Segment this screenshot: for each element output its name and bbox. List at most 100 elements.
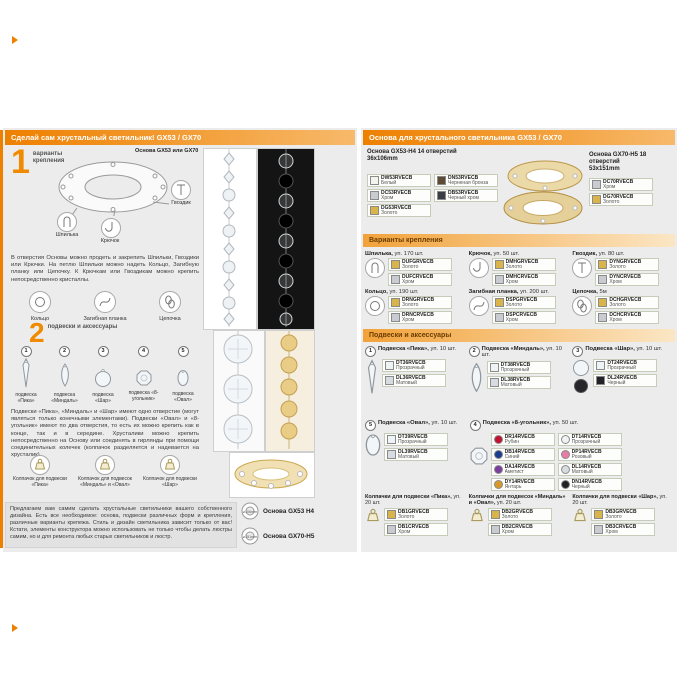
product-code: DYNCRVECB <box>609 274 641 281</box>
base70-title: Основа GX70-H5 18 отверстий <box>589 152 647 165</box>
ball-pendant-icon <box>573 360 590 393</box>
item-qty: уп. 10 шт. <box>431 420 458 426</box>
product-code: DB14RVECB <box>504 449 535 455</box>
product-cap-almond-oval: Колпачки для подвесок «Миндаль» и «Овал»… <box>469 494 570 538</box>
left-panel-diy-instructions: Сделай сам хрустальный светильник! GX53 … <box>3 128 357 552</box>
finish-name: Хром <box>505 279 518 286</box>
gem-swatch <box>493 450 503 459</box>
step-2-paragraph: Подвески «Пика», «Миндаль» и «Шар» имеют… <box>11 409 199 459</box>
finish-swatch <box>592 179 601 189</box>
finish-name: Золото <box>603 198 620 205</box>
base-gx53-diameter: ⌀106mm <box>243 510 257 514</box>
finish-name: Хром <box>402 279 415 286</box>
gem-swatch <box>493 465 503 474</box>
ball-pendant-icon <box>95 368 111 387</box>
finish-swatch <box>596 376 606 385</box>
finish-swatch <box>387 450 396 459</box>
pendant-number: 5 <box>365 420 376 431</box>
item-qty: уп. 50 шт. <box>552 420 579 426</box>
item-qty: уп. 10 шт. <box>481 346 563 359</box>
product-code: DB1CRVECB <box>398 524 430 531</box>
finish-swatch <box>370 206 379 215</box>
pendant-ball: 3 подвеска «Шар» <box>84 346 122 405</box>
finish-swatch <box>385 376 394 385</box>
nail-icon <box>171 180 191 200</box>
hook-label: Крючок <box>100 238 120 244</box>
product-code: DT38RVECB <box>500 361 531 368</box>
product-code: DB3GRVECB <box>605 509 637 516</box>
product-code: DW53RVECB <box>381 175 413 181</box>
item-name: Подвеска «Миндаль», <box>481 346 545 352</box>
product-code: DN14RVECB <box>571 479 602 485</box>
chain-icon <box>572 296 593 317</box>
finish-swatch <box>437 191 446 200</box>
product-code: DRNCRVECB <box>402 312 434 319</box>
finish-name: Золото <box>505 264 523 271</box>
pendant-almond-number: 2 <box>59 346 70 357</box>
base-gx70-label: Основа GX70-H5 <box>263 532 315 540</box>
octagon-pendant-icon <box>136 370 151 386</box>
base53-title: Основа GX53-H4 14 отверстий <box>367 149 457 155</box>
cap-icon <box>160 455 180 475</box>
footer-text: Предлагаем вам самим сделать хрустальные… <box>5 502 237 548</box>
ring-icon <box>365 296 385 317</box>
cap-icon <box>95 455 115 475</box>
hairpin-label: Шпилька <box>55 232 79 238</box>
left-base-variants: ⌀106mm Основа GX53 H4 ⌀151mm Основа GX70… <box>241 502 353 552</box>
finish-swatch <box>598 298 608 308</box>
pendant-number: 2 <box>468 346 480 357</box>
cap-icon <box>470 508 483 522</box>
base70-size: 53х151mm <box>589 165 620 172</box>
finish-name: Матовый <box>500 381 522 388</box>
product-code: DA14RVECB <box>504 464 535 470</box>
product-code: DL14RVECB <box>571 464 602 470</box>
finish-swatch <box>494 260 504 270</box>
step-1: 1 варианты крепления <box>11 145 83 179</box>
fastener-options-row: Кольцо Загибная планка Цепочка <box>11 291 199 322</box>
product-code: DUFGRVECB <box>402 259 434 266</box>
product-code: DSPGRVECB <box>505 297 538 304</box>
product-code: DB53RVECB <box>448 190 479 196</box>
finish-name: Золото <box>398 514 415 521</box>
octagon-pendant-icon <box>470 447 488 465</box>
fastener-ring-label: Кольцо <box>30 316 50 322</box>
finish-swatch <box>594 510 604 520</box>
item-qty: уп. 10 шт. <box>636 346 663 352</box>
item-name: Кольцо, <box>365 289 388 295</box>
item-name: Цепочка, <box>572 289 598 295</box>
pendant-octagon-number: 4 <box>138 346 149 357</box>
finish-name: Черный <box>571 484 590 490</box>
finish-name: Белый <box>381 180 397 186</box>
gem-swatch <box>493 480 503 489</box>
finish-swatch <box>391 260 400 270</box>
item-qty: уп. 20 шт. <box>365 494 461 507</box>
finish-name: Прозрачный <box>398 439 427 445</box>
finish-name: Золото <box>381 210 398 216</box>
finish-name: Хром <box>381 195 394 201</box>
product-code: DT14RVECB <box>571 434 602 440</box>
pendant-oval-number: 5 <box>177 346 189 357</box>
finish-swatch <box>489 377 499 387</box>
cap-spike-label: Колпачок для подвески «Пика» <box>13 476 67 488</box>
caps-row: Колпачок для подвески «Пика» Колпачок дл… <box>11 455 199 489</box>
item-qty: уп. 50 шт. <box>493 251 520 257</box>
left-edge-accent <box>0 130 3 548</box>
